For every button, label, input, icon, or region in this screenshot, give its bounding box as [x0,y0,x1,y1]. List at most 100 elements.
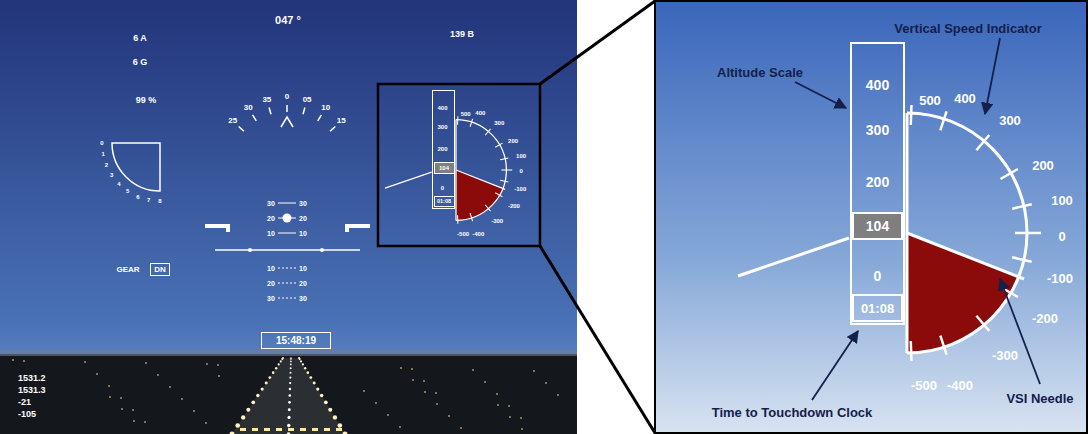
hud-readout: 30 [267,295,275,302]
scale-number: -100 [1047,272,1073,285]
readout-text: 01:08 [861,302,894,315]
callout-label: VSI Needle [1006,392,1073,405]
scale-number: 0 [519,168,522,174]
readout-text: 15:48:19 [276,336,316,346]
zoom-box [378,84,540,246]
hud-readout: 0 [100,140,103,146]
hud-readout: 15 [337,117,346,125]
hud-readout: 10 [321,104,330,112]
runway [232,358,345,434]
hud-readout: 047 ° [275,15,301,26]
horizon-glow [0,350,577,356]
hud-readout: 10 [267,230,275,237]
hud-readout: 1531.3 [18,386,46,395]
readout-box: 01:08 [852,294,903,322]
hud-readout: 1 [101,151,104,157]
hud-readout: 30 [267,200,275,207]
readout-text: 0 [441,185,444,191]
hud-readout: 30 [299,200,307,207]
leader-line [812,331,858,400]
readout-text: 104 [866,219,889,233]
hud-readout: 05 [303,96,312,104]
scale-number: 300 [999,114,1021,127]
hud-readout: 20 [299,215,307,222]
hud-readout: 4 [117,181,120,187]
readout-text: 300 [866,123,889,137]
leader-line [985,38,1000,114]
hud-readout: 7 [147,197,150,203]
hud-readout: 10 [267,265,275,272]
zoom-line [540,246,655,433]
altitude-scale: 400 300 200 0 104 01:08 [432,90,455,209]
readout-text: 400 [866,78,889,92]
scale-number: 300 [494,120,504,126]
scale-number: -300 [491,218,503,224]
scale-number: 100 [516,153,526,159]
hud-readout: 30 [299,295,307,302]
hud-readout: 1531.2 [18,374,46,383]
hud-readout: -105 [18,410,36,419]
hud-readout: 10 [299,265,307,272]
scale-number: -300 [992,349,1018,362]
scale-number: 400 [954,92,976,105]
hud-readout: 25 [228,117,237,125]
throttle-gauge [112,143,160,191]
callout-label: Vertical Speed Indicator [894,22,1041,35]
hud-readout: 5 [126,188,129,194]
scale-number: -400 [472,231,484,237]
zoom-panel [655,1,1087,433]
hud-readout: 6 A [133,34,147,43]
altitude-readout: 104 [434,162,455,174]
callout-label: Time to Touchdown Clock [712,406,873,419]
scale-number: -400 [947,379,973,392]
readout-text: DN [154,266,166,274]
vsi-inset [385,116,512,223]
scale-number: 500 [461,111,471,117]
readout-box: 15:48:19 [261,332,331,349]
hud-readout: GEAR [116,266,139,274]
readout-text: 0 [874,269,882,283]
scale-number: -500 [457,231,469,237]
scale-number: -200 [508,203,520,209]
scale-number: 500 [919,94,941,107]
leader-line [795,82,846,108]
sky-background [0,0,577,434]
scale-number: 0 [1058,230,1065,243]
scale-number: 200 [1032,159,1054,172]
altitude-readout: 104 [852,212,903,240]
hud-readout: 2 [105,162,108,168]
hud-readout: 8 [158,198,161,204]
altitude-scale: 400 300 200 0 104 01:08 [850,42,905,325]
zoom-line [540,1,655,84]
hud-readout: 35 [262,96,271,104]
hud-readout: 20 [267,280,275,287]
readout-text: 300 [437,124,447,130]
heading-scale [239,105,336,131]
hud-readout: -21 [18,398,31,407]
callout-label: Altitude Scale [717,66,803,79]
vsi-detail [738,105,1041,361]
readout-text: 104 [439,165,449,171]
hud-readout: 3 [110,172,113,178]
leader-line [1000,279,1040,384]
scale-number: -100 [514,186,526,192]
readout-text: 200 [437,146,447,152]
runway-lights [230,357,348,434]
scale-number: -500 [911,379,937,392]
readout-text: 200 [866,175,889,189]
readout-text: 400 [437,105,447,111]
hud-readout: 99 % [136,96,157,105]
readout-box: DN [150,263,170,276]
hud-readout: 139 B [450,30,474,39]
pitch-ladder [205,203,370,298]
scale-number: 200 [508,138,518,144]
hud-readout: 10 [299,230,307,237]
ground [0,354,577,434]
scale-number: 100 [1051,194,1073,207]
hud-readout: 0 [285,93,289,101]
hud-readout: 20 [267,215,275,222]
readout-box: 01:08 [434,196,455,207]
hud-readout: 30 [244,104,253,112]
